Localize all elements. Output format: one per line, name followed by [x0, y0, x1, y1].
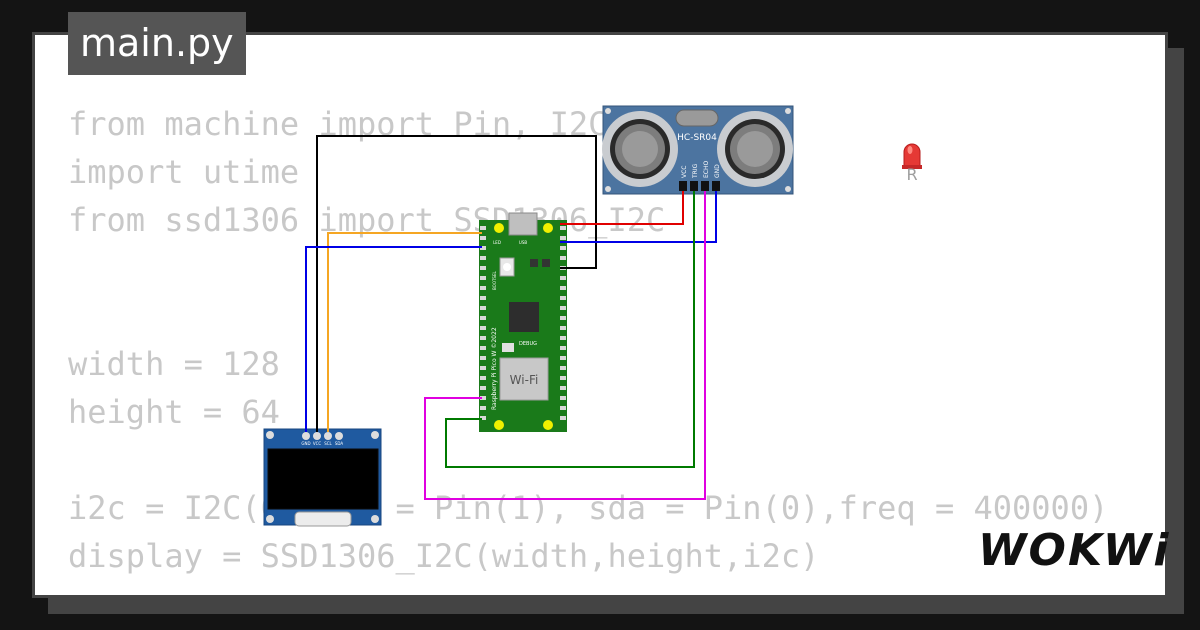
oled-pin-label-vcc: VCC — [313, 441, 322, 446]
bootsel-label: BOOTSEL — [492, 271, 497, 290]
sensor-pin-label-echo: ECHO — [703, 161, 710, 178]
wokwi-logo: WOKWi — [978, 525, 1171, 576]
sensor-model-label: HC-SR04 — [677, 133, 717, 143]
ultrasonic-transducer-right — [717, 111, 793, 187]
oled-display[interactable]: GND VCC SCL SDA — [263, 428, 382, 527]
wire-magenta-trig[interactable] — [424, 191, 706, 500]
oled-pin-label-scl: SCL — [324, 441, 332, 446]
oled-pin-label-sda: SDA — [335, 441, 344, 446]
wire-red-vcc[interactable] — [560, 191, 684, 225]
oled-pin-label-gnd: GND — [301, 441, 310, 446]
sensor-pin-gnd[interactable] — [712, 181, 720, 191]
wire-orange-scl[interactable] — [327, 232, 482, 432]
ultrasonic-transducer-left — [602, 111, 678, 187]
usb-label: USB — [519, 240, 527, 245]
rp2040-chip — [509, 302, 539, 332]
oled-ribbon — [294, 511, 352, 527]
pico-smd-chip — [530, 259, 538, 267]
oled-pin-sda[interactable] — [335, 432, 343, 440]
usb-port[interactable] — [508, 212, 538, 236]
file-tab-main-py[interactable]: main.py — [68, 12, 246, 75]
pico-mount-holes — [494, 223, 553, 430]
wifi-label: Wi-Fi — [510, 373, 539, 387]
code-line-6: width = 128 — [68, 345, 280, 383]
sensor-pin-label-trig: TRIG — [692, 163, 699, 179]
wires — [305, 135, 717, 500]
wire-blue-echo[interactable] — [560, 191, 717, 243]
code-line-2: import utime — [68, 153, 300, 191]
debug-connector — [502, 343, 514, 352]
red-led[interactable]: R — [902, 143, 922, 184]
sensor-pin-label-gnd: GND — [714, 164, 721, 178]
ultrasonic-sensor[interactable]: HC-SR04 VCC TRIG ECHO GND — [602, 105, 794, 195]
code-line-7: height = 64 — [68, 393, 280, 431]
oled-screen — [267, 448, 379, 510]
wire-blue-sda[interactable] — [305, 246, 482, 432]
oled-pin-scl[interactable] — [324, 432, 332, 440]
oled-pin-vcc[interactable] — [313, 432, 321, 440]
wire-black-gnd[interactable] — [316, 135, 597, 432]
pico-w-board[interactable]: USB LED BOOTSEL DEBUG Wi-Fi Raspberry Pi… — [479, 212, 567, 432]
wifi-module — [499, 357, 549, 401]
code-line-10: display = SSD1306_I2C(width,height,i2c) — [68, 537, 820, 575]
led-component-label: R — [906, 165, 917, 184]
sensor-pin-echo[interactable] — [701, 181, 709, 191]
wire-green-gnd[interactable] — [445, 191, 695, 468]
sensor-pin-trig[interactable] — [690, 181, 698, 191]
led-label: LED — [493, 240, 501, 245]
debug-label: DEBUG — [519, 341, 537, 347]
board-label: Raspberry Pi Pico W ©2022 — [491, 327, 498, 410]
oled-pin-gnd[interactable] — [302, 432, 310, 440]
simulation-canvas[interactable] — [32, 32, 1168, 598]
sensor-pin-label-vcc: VCC — [681, 166, 688, 178]
pico-smd-chip — [542, 259, 550, 267]
sensor-pin-vcc[interactable] — [679, 181, 687, 191]
pico-left-pins — [480, 226, 486, 420]
